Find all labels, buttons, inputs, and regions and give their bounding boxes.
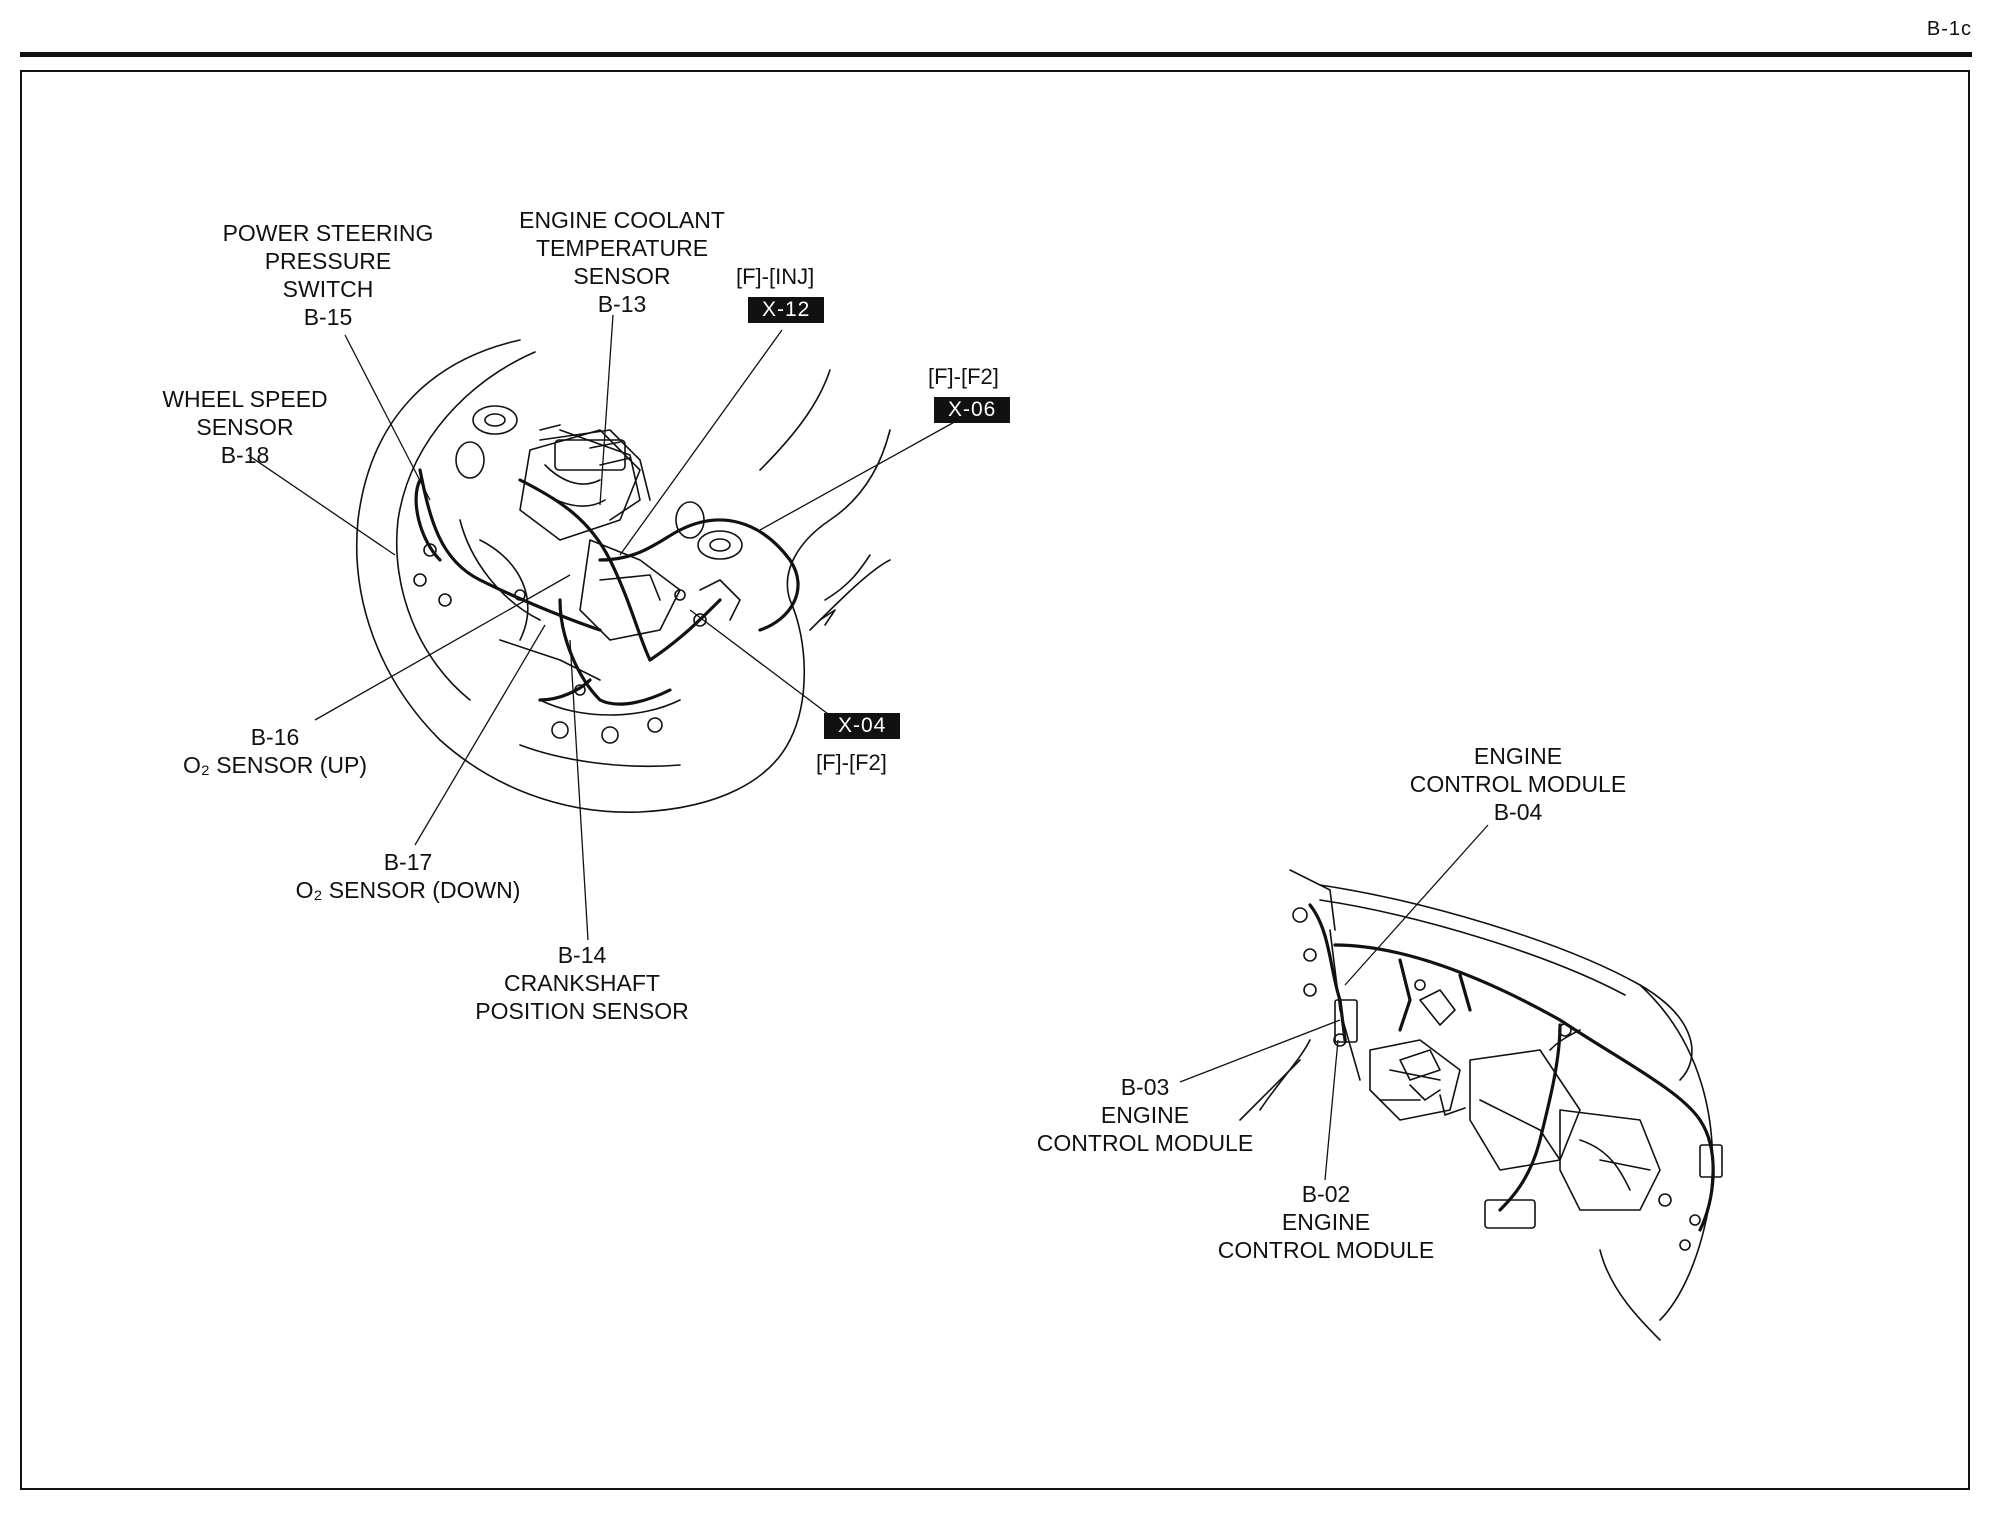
dashboard-drawing — [1239, 869, 1723, 1341]
leader-b16 — [314, 574, 571, 721]
leader-x12 — [619, 329, 783, 556]
leader-b13 — [599, 314, 614, 506]
engine-harness — [414, 468, 800, 706]
leader-x06 — [759, 419, 959, 531]
leader-b03 — [1179, 1019, 1341, 1083]
label-o2-sensor-down: B-17 O₂ SENSOR (DOWN) — [295, 849, 521, 903]
header-rule — [20, 52, 1972, 57]
connector-x06-tag: X-06 — [934, 397, 1011, 423]
leader-b02 — [1324, 1039, 1339, 1181]
label-o2-sensor-up: B-16 O₂ SENSOR (UP) — [183, 724, 367, 778]
page-code: B-1c — [1926, 18, 1972, 40]
connector-x04-ref: [F]-[F2] — [816, 750, 887, 775]
leader-b15 — [344, 334, 431, 501]
leader-x04 — [689, 609, 837, 721]
leader-lines — [247, 314, 1489, 1181]
dashboard-harness — [1308, 903, 1715, 1232]
leader-b14 — [569, 639, 589, 941]
leader-b04 — [1344, 824, 1489, 986]
leader-b17 — [414, 624, 546, 846]
connector-x04-tag: X-04 — [824, 713, 901, 739]
diagram-frame — [20, 70, 1970, 1490]
leader-b18 — [247, 454, 396, 556]
connector-x12-tag: X-12 — [748, 297, 825, 323]
connector-x12-ref: [F]-[INJ] — [736, 264, 815, 289]
connector-x06-ref: [F]-[F2] — [928, 364, 999, 389]
engine-bay-drawing — [355, 339, 891, 813]
